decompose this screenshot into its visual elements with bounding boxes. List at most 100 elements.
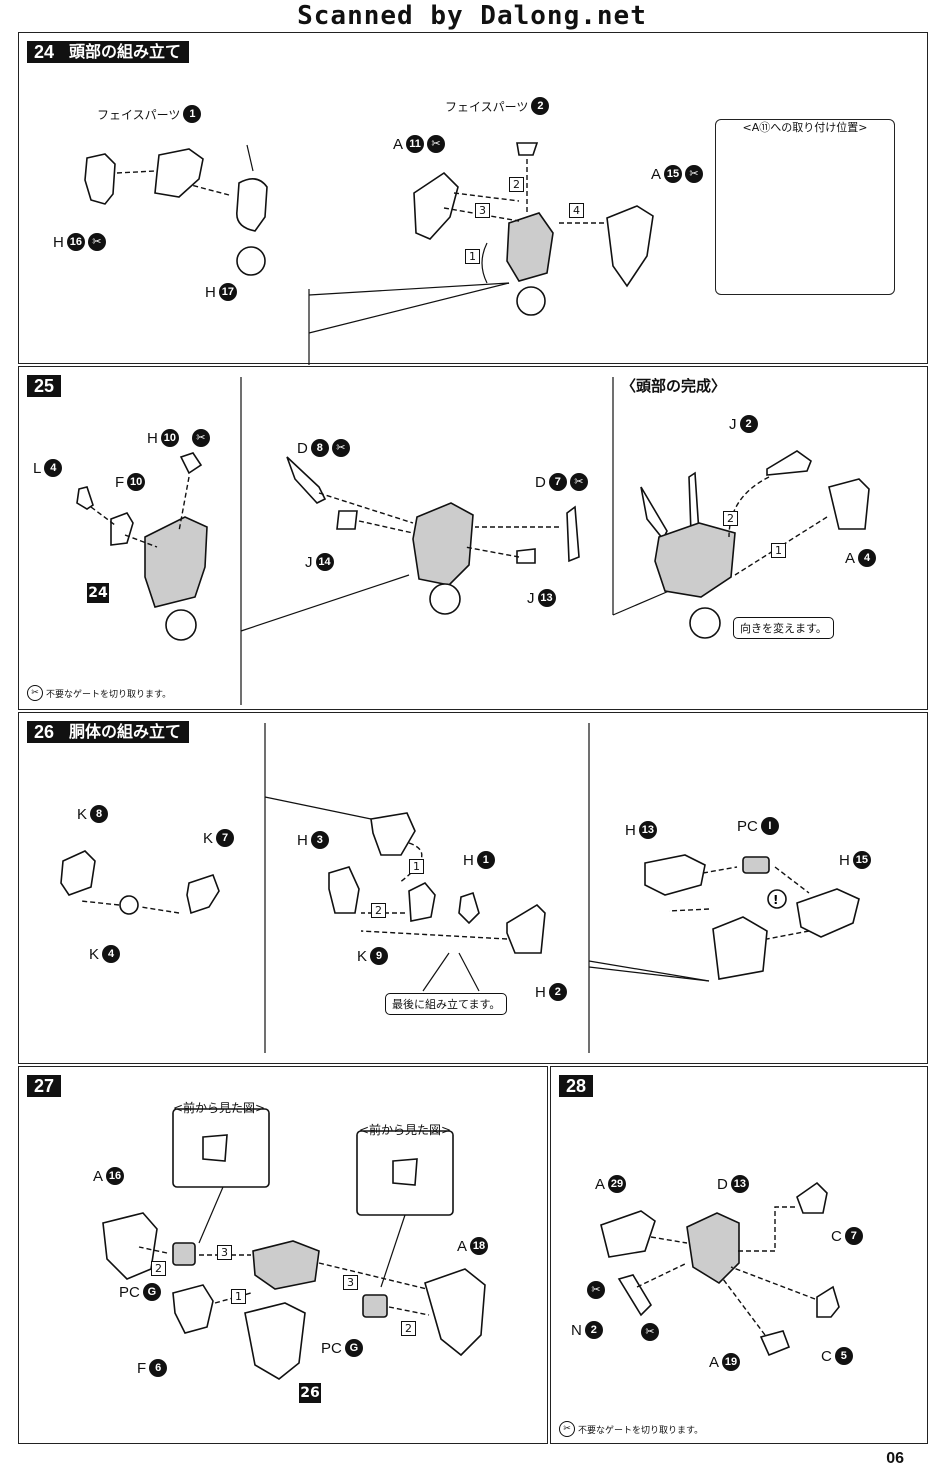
part-number: I [760, 817, 779, 835]
part-letter: H [625, 821, 636, 839]
sequence-2b: 2 [401, 1321, 416, 1336]
step-25-number: 25 [27, 375, 61, 397]
step-24-panel: 24 頭部の組み立て フェイスパーツ 1 フェイスパーツ 2 [18, 32, 928, 365]
part-letter: C [821, 1347, 832, 1365]
part-number: 16 [106, 1167, 125, 1185]
part-letter: H [297, 831, 308, 849]
gate-cut-note: ✂ 不要なゲートを切り取ります。 [559, 1421, 703, 1437]
part-letter: A [93, 1167, 104, 1185]
part-letter: A [651, 165, 662, 183]
step-26-title: 胴体の組み立て [61, 721, 190, 743]
part-letter: H [535, 983, 546, 1001]
face-part-2-number: 2 [531, 97, 550, 115]
part-letter: F [137, 1359, 147, 1377]
part-label-d8: D 8 ✂ [297, 439, 350, 457]
cut-icon: ✂ [427, 135, 446, 153]
part-label-j14: J 14 [305, 553, 334, 571]
part-letter: C [831, 1227, 842, 1245]
part-label-d7: D 7 ✂ [535, 473, 588, 491]
part-label-j2: J 2 [729, 415, 758, 433]
step-25-illustration [76, 377, 870, 705]
part-number: 7 [216, 829, 235, 847]
cut-icon: ✂ [569, 473, 588, 491]
part-label-a19: A 19 [709, 1353, 741, 1371]
part-letter: K [89, 945, 100, 963]
part-number: 7 [548, 473, 567, 491]
part-letter: A [457, 1237, 468, 1255]
step-27-illustration [102, 1108, 486, 1380]
part-number: 5 [834, 1347, 853, 1365]
part-letter: D [297, 439, 308, 457]
part-label-h15: H 15 [839, 851, 871, 869]
step-24-number: 24 [27, 41, 61, 63]
inset-title: <A⑪への取り付け位置> [742, 121, 868, 134]
cut-icon: ✂ [587, 1281, 605, 1299]
part-label-k7: K 7 [203, 829, 235, 847]
sequence-1: 1 [465, 249, 480, 264]
part-number: 18 [470, 1237, 489, 1255]
part-label-a29: A 29 [595, 1175, 627, 1193]
part-label-d13: D 13 [717, 1175, 749, 1193]
part-label-k4: K 4 [89, 945, 121, 963]
part-letter: N [571, 1321, 582, 1339]
cut-icon: ✂ [191, 429, 210, 447]
part-label-h10: H 10 ✂ [147, 429, 210, 447]
part-label-a18: A 18 [457, 1237, 489, 1255]
part-letter: K [203, 829, 214, 847]
part-letter: L [33, 459, 42, 477]
part-number: 13 [537, 589, 556, 607]
part-number: 7 [844, 1227, 863, 1245]
sequence-1: 1 [409, 859, 424, 874]
part-letter: H [463, 851, 474, 869]
sequence-1: 1 [231, 1289, 246, 1304]
step-26-number: 26 [27, 721, 61, 743]
step-25-panel: 25 〈頭部の完成〉 H 1 [18, 366, 928, 710]
part-label-f6: F 6 [137, 1359, 168, 1377]
part-number: 1 [476, 851, 495, 869]
part-letter: PC [119, 1283, 140, 1301]
front-view-title-2: <前から見た図> [359, 1123, 452, 1137]
cut-icon: ✂ [641, 1323, 659, 1341]
part-number: 15 [852, 851, 871, 869]
part-letter: K [77, 805, 88, 823]
step-28-panel: 28 A 29 D 13 C 7 N 2 ✂ ✂ A 19 C 5 ✂ 不 [550, 1066, 928, 1444]
sequence-1: 1 [771, 543, 786, 558]
sequence-3: 3 [217, 1245, 232, 1260]
part-label-h3: H 3 [297, 831, 329, 849]
part-letter: A [595, 1175, 606, 1193]
head-complete-title: 〈頭部の完成〉 [621, 377, 727, 395]
part-number: 8 [310, 439, 329, 457]
part-label-a16: A 16 [93, 1167, 125, 1185]
part-label-l4: L 4 [33, 459, 63, 477]
ref-step-26: 26 [299, 1383, 321, 1403]
sequence-2: 2 [151, 1261, 166, 1276]
part-label-n2: N 2 [571, 1321, 603, 1339]
face-part-2-label: フェイスパーツ 2 [445, 97, 550, 115]
face-part-2-text: フェイスパーツ [445, 99, 529, 114]
part-label-a11: A 11 ✂ [393, 135, 446, 153]
part-label-h17: H 17 [205, 283, 237, 301]
part-label-k8: K 8 [77, 805, 109, 823]
part-number: 10 [127, 473, 146, 491]
part-label-f10: F 10 [115, 473, 146, 491]
part-label-pcg-2: PC G [321, 1339, 363, 1357]
step-24-title: 頭部の組み立て [61, 41, 190, 63]
part-number: G [344, 1339, 363, 1357]
part-label-c5: C 5 [821, 1347, 853, 1365]
sequence-2: 2 [509, 177, 524, 192]
part-number: 4 [102, 945, 121, 963]
part-number: 9 [370, 947, 389, 965]
part-letter: D [717, 1175, 728, 1193]
part-letter: PC [737, 817, 758, 835]
face-part-1-text: フェイスパーツ [97, 107, 181, 122]
watermark-text: Scanned by Dalong.net [297, 1, 647, 31]
part-label-pci: PC I [737, 817, 779, 835]
part-number: 29 [608, 1175, 627, 1193]
sequence-2: 2 [723, 511, 738, 526]
gate-cut-note: ✂ 不要なゲートを切り取ります。 [27, 685, 171, 701]
assemble-last-callout: 最後に組み立てます。 [385, 993, 508, 1015]
face-part-1-label: フェイスパーツ 1 [97, 105, 202, 123]
part-label-pcg-1: PC G [119, 1283, 161, 1301]
part-letter: F [115, 473, 125, 491]
part-number: 13 [638, 821, 657, 839]
